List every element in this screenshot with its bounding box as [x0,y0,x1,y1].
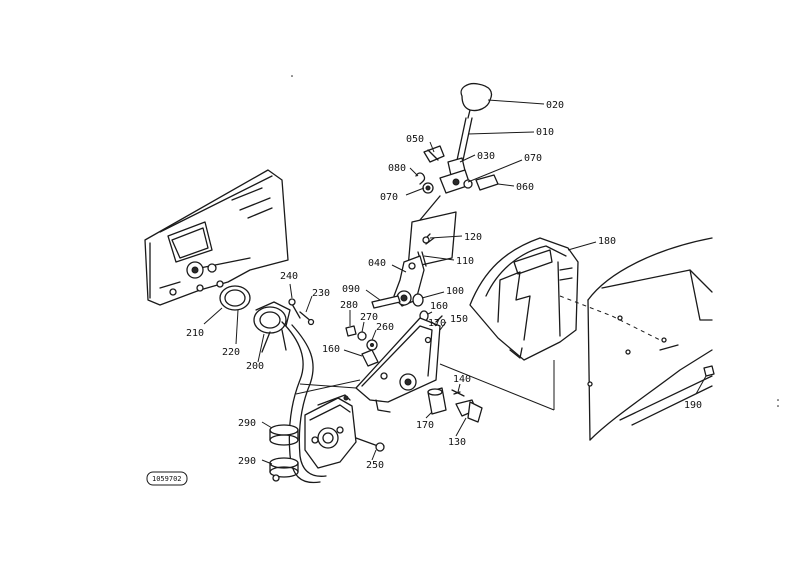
guide-line-cable-2 [299,383,357,389]
bolt-190 [703,365,715,377]
cover-200 [253,301,291,353]
tractor-body [587,237,713,441]
bushing-100 [412,293,424,307]
callout-240: 240 [280,271,298,282]
callout-290-lower: 290 [238,456,256,467]
callout-050: 050 [406,134,424,145]
bolt-240 [288,298,301,319]
shift-knob [460,82,493,119]
gasket-220 [219,285,251,311]
pin-070-left [422,182,434,194]
callout-290-upper: 290 [238,418,256,429]
link-plate [407,195,457,269]
callout-190: 190 [684,400,702,411]
callout-250: 250 [366,460,384,471]
callout-labels: 020 010 050 030 070 080 070 060 120 110 … [186,100,702,471]
callout-160-lower: 160 [322,344,340,355]
washer-050 [423,145,445,163]
callout-080: 080 [388,163,406,174]
callout-220: 220 [222,347,240,358]
callout-030: 030 [477,151,495,162]
callout-070-upper: 070 [524,153,542,164]
callout-280: 280 [340,300,358,311]
callout-140: 140 [453,374,471,385]
mounting-bracket [355,315,443,413]
gear-housing [304,394,357,469]
pin-070-right [463,179,473,189]
callout-200: 200 [246,361,264,372]
bolt-230 [299,311,315,326]
callout-010: 010 [536,127,554,138]
guide-line-cable [295,379,361,395]
callout-020: 020 [546,100,564,111]
transmission-case [144,169,289,306]
callout-110: 110 [456,256,474,267]
callout-170-upper: 170 [428,318,446,329]
shift-lever-rod [455,117,473,166]
callout-120: 120 [464,232,482,243]
spring-080 [415,172,426,185]
callout-180: 180 [598,236,616,247]
reference-number: 1059702 [152,475,182,483]
callout-270: 270 [360,312,378,323]
collar-170-right [427,387,447,415]
leader-lines [203,99,707,465]
callout-130: 130 [448,437,466,448]
guide-line-cover [559,295,661,341]
callout-150: 150 [450,314,468,325]
pin-140 [451,389,465,397]
callout-160-upper: 160 [430,301,448,312]
callout-100: 100 [446,286,464,297]
nut-280 [345,325,357,337]
callout-090: 090 [342,284,360,295]
washer-270 [357,331,367,341]
spring-120 [422,233,435,245]
pin-090 [371,295,401,309]
callout-260: 260 [376,322,394,333]
bolt-250 [355,437,385,452]
stray-marks [291,75,779,407]
callout-070-lower: 070 [380,192,398,203]
collar-160-lower [361,349,379,367]
control-cable [281,321,327,484]
callout-040: 040 [368,258,386,269]
clamp-290-upper [269,424,299,446]
shift-cover [469,237,579,361]
callout-210: 210 [186,328,204,339]
reference-badge: 1059702 [146,471,188,486]
washer-260 [366,339,378,351]
callout-230: 230 [312,288,330,299]
knob-130 [455,399,483,423]
guide-line-bracket [439,363,555,411]
callout-170-lower: 170 [416,420,434,431]
callout-060: 060 [516,182,534,193]
shift-arm-040 [393,255,425,307]
lever-bracket-030 [439,157,471,194]
